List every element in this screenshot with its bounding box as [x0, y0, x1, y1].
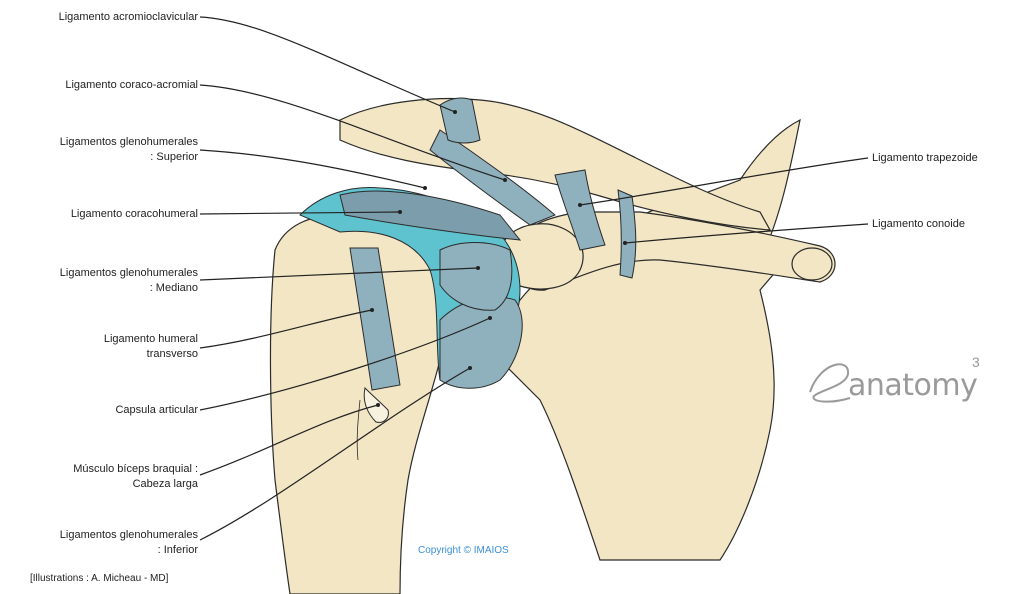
logo-superscript: 3 [972, 354, 980, 370]
label-biceps-line2: Cabeza larga [73, 477, 198, 492]
e-anatomy-logo: anatomy 3 [800, 348, 1000, 418]
label-gh-inferior-line2: : Inferior [60, 543, 198, 558]
label-coracohumeral: Ligamento coracohumeral [71, 207, 198, 222]
logo-word: anatomy [848, 368, 977, 403]
label-gh-superior-line1: Ligamentos glenohumerales [60, 135, 198, 150]
label-biceps: Músculo bíceps braquial : Cabeza larga [73, 462, 198, 492]
copyright-text: Copyright © IMAIOS [418, 545, 509, 556]
label-humeral-transverso-line2: transverso [104, 347, 198, 362]
label-gh-inferior: Ligamentos glenohumerales : Inferior [60, 528, 198, 558]
label-gh-inferior-line1: Ligamentos glenohumerales [60, 528, 198, 543]
label-capsula: Capsula articular [115, 403, 198, 418]
label-humeral-transverso: Ligamento humeral transverso [104, 332, 198, 362]
label-acromioclavicular: Ligamento acromioclavicular [59, 10, 198, 25]
label-gh-mediano-line1: Ligamentos glenohumerales [60, 266, 198, 281]
capsule-inferior [440, 297, 522, 388]
label-humeral-transverso-line1: Ligamento humeral [104, 332, 198, 347]
label-gh-superior-line2: : Superior [60, 150, 198, 165]
label-coraco-acromial: Ligamento coraco-acromial [65, 78, 198, 93]
label-gh-mediano: Ligamentos glenohumerales : Mediano [60, 266, 198, 296]
label-trapezoide: Ligamento trapezoide [872, 151, 978, 166]
label-conoide: Ligamento conoide [872, 217, 965, 232]
label-gh-superior: Ligamentos glenohumerales : Superior [60, 135, 198, 165]
label-biceps-line1: Músculo bíceps braquial : [73, 462, 198, 477]
illustration-credit: [Illustrations : A. Micheau - MD] [30, 573, 168, 584]
label-gh-mediano-line2: : Mediano [60, 281, 198, 296]
